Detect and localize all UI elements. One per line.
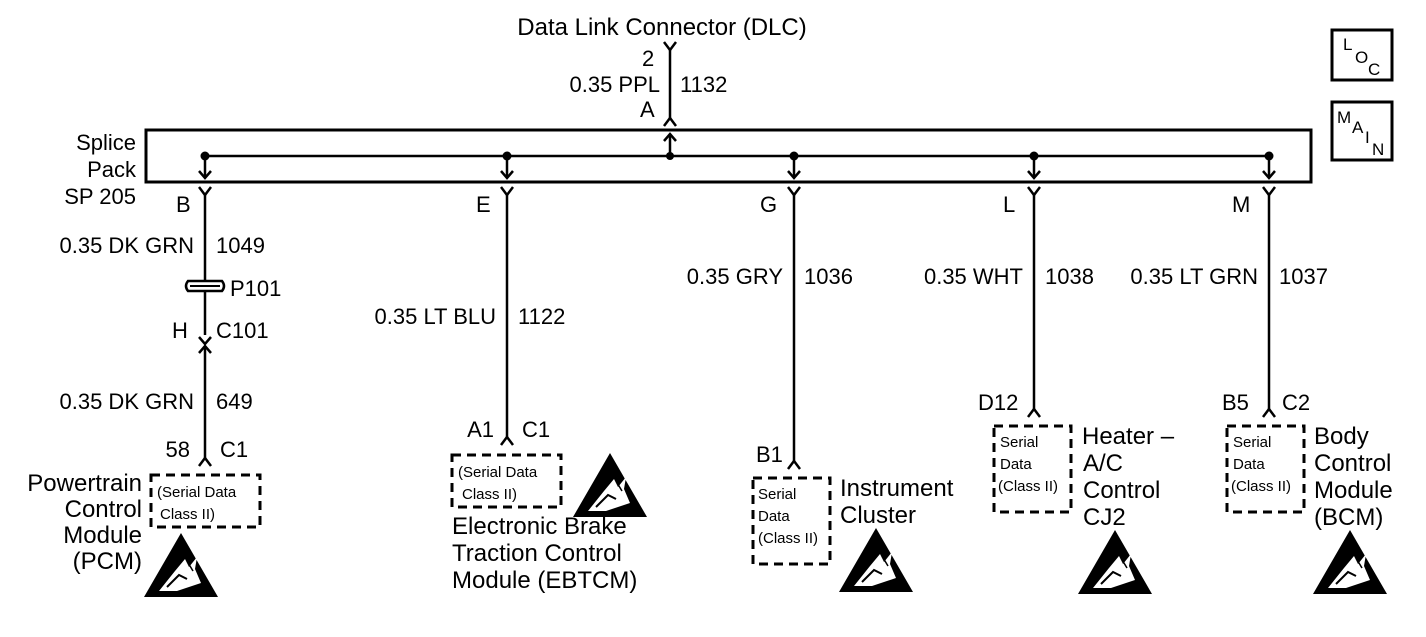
ipc-esd-icon	[838, 527, 914, 593]
ebtcm-module-conn: C1	[522, 417, 550, 442]
bcm-branch: M 0.35 LT GRN 1037 B5 C2 Serial Data (Cl…	[1130, 186, 1393, 595]
pcm-module-name-4: (PCM)	[73, 548, 142, 575]
bcm-module-pin: B5	[1222, 390, 1249, 415]
hvac-box-line1: Serial	[1000, 434, 1038, 451]
loc-button[interactable]: L O C	[1330, 28, 1394, 82]
ipc-branch: G 0.35 GRY 1036 B1 Serial Data (Class II…	[687, 186, 954, 593]
main-letter-i: I	[1365, 128, 1370, 147]
hvac-module-pin: D12	[978, 390, 1018, 415]
bcm-module-conn: C2	[1282, 390, 1310, 415]
bcm-module-name-1: Body	[1314, 423, 1369, 450]
ebtcm-module-name-1: Electronic Brake	[452, 513, 627, 540]
bcm-wire-color: 0.35 LT GRN	[1130, 264, 1258, 289]
ebtcm-module-name-2: Traction Control	[452, 540, 622, 567]
pcm-circuit2: 649	[216, 389, 253, 414]
ebtcm-wire-color: 0.35 LT BLU	[375, 304, 496, 329]
hvac-box-line3: (Class II)	[998, 478, 1058, 495]
dlc-wire: 2 0.35 PPL 1132 A	[569, 41, 727, 127]
pcm-wire1-color: 0.35 DK GRN	[60, 233, 195, 258]
ipc-module-pin: B1	[756, 442, 783, 467]
bcm-box-line2: Data	[1233, 456, 1265, 473]
hvac-module-name-4: CJ2	[1083, 504, 1126, 531]
ipc-wire-color: 0.35 GRY	[687, 264, 784, 289]
dlc-pin-2: 2	[642, 46, 654, 71]
ebtcm-module-name-3: Module (EBTCM)	[452, 567, 637, 594]
pcm-conn-pin: H	[172, 318, 188, 343]
hvac-module-name-2: A/C	[1083, 450, 1123, 477]
ebtcm-module-pin: A1	[467, 417, 494, 442]
pcm-module-name-3: Module	[63, 522, 142, 549]
dlc-title: Data Link Connector (DLC)	[517, 14, 806, 41]
splice-pack: Splice Pack SP 205	[64, 128, 1313, 209]
bcm-box-line3: (Class II)	[1231, 478, 1291, 495]
ipc-box-line3: (Class II)	[758, 530, 818, 547]
splice-label-3: SP 205	[64, 184, 136, 209]
main-letter-m: M	[1337, 108, 1351, 127]
ipc-circuit: 1036	[804, 264, 853, 289]
ipc-module-name-1: Instrument	[840, 475, 954, 502]
ipc-box-line2: Data	[758, 508, 790, 525]
bcm-module-name-3: Module	[1314, 477, 1393, 504]
pcm-wire2-color: 0.35 DK GRN	[60, 389, 195, 414]
bcm-box-line1: Serial	[1233, 434, 1271, 451]
ipc-module-name-2: Cluster	[840, 502, 916, 529]
p101-inline-connector	[184, 279, 226, 293]
hvac-box-line2: Data	[1000, 456, 1032, 473]
pcm-module-name-1: Powertrain	[27, 470, 142, 497]
bcm-module-name-2: Control	[1314, 450, 1391, 477]
loc-letter-l: L	[1343, 35, 1352, 54]
hvac-esd-icon	[1077, 529, 1153, 595]
ipc-splice-pin: G	[760, 192, 777, 217]
loc-letter-c: C	[1368, 60, 1380, 79]
main-letter-n: N	[1372, 140, 1384, 159]
hvac-circuit: 1038	[1045, 264, 1094, 289]
pcm-inline-label: P101	[230, 276, 281, 301]
hvac-module-name-1: Heater –	[1082, 423, 1175, 450]
loc-letter-o: O	[1355, 48, 1368, 67]
pcm-conn-label: C101	[216, 318, 269, 343]
hvac-branch: L 0.35 WHT 1038 D12 Serial Data (Class I…	[924, 186, 1175, 595]
pcm-box-line1: (Serial Data	[157, 484, 237, 501]
hvac-wire-color: 0.35 WHT	[924, 264, 1023, 289]
ebtcm-splice-pin: E	[476, 192, 491, 217]
pcm-module-conn: C1	[220, 437, 248, 462]
dlc-circuit: 1132	[680, 72, 727, 97]
splice-label-1: Splice	[76, 130, 136, 155]
bcm-circuit: 1037	[1279, 264, 1328, 289]
ebtcm-circuit: 1122	[518, 304, 565, 329]
ebtcm-esd-icon	[572, 452, 648, 518]
ebtcm-branch: E 0.35 LT BLU 1122 A1 C1 (Serial Data Cl…	[375, 186, 648, 594]
hvac-module-name-3: Control	[1083, 477, 1160, 504]
main-button[interactable]: M A I N	[1330, 100, 1394, 162]
dlc-pin-a: A	[640, 97, 655, 122]
pcm-module-pin: 58	[166, 437, 190, 462]
bcm-module-name-4: (BCM)	[1314, 504, 1383, 531]
main-letter-a: A	[1352, 118, 1364, 137]
ebtcm-box-line2: Class II)	[462, 486, 517, 503]
dlc-wire-color: 0.35 PPL	[569, 72, 660, 97]
ipc-box-line1: Serial	[758, 486, 796, 503]
pcm-branch: B 0.35 DK GRN 1049 P101 H C101 0.35 DK G…	[27, 186, 281, 598]
bcm-esd-icon	[1312, 529, 1388, 595]
pcm-circuit1: 1049	[216, 233, 265, 258]
ebtcm-box-line1: (Serial Data	[458, 464, 538, 481]
bcm-splice-pin: M	[1232, 192, 1250, 217]
pcm-module-name-2: Control	[65, 496, 142, 523]
pcm-esd-icon	[143, 532, 219, 598]
pcm-box-line2: Class II)	[160, 506, 215, 523]
hvac-splice-pin: L	[1003, 192, 1015, 217]
pcm-splice-pin: B	[176, 192, 191, 217]
splice-label-2: Pack	[87, 157, 137, 182]
